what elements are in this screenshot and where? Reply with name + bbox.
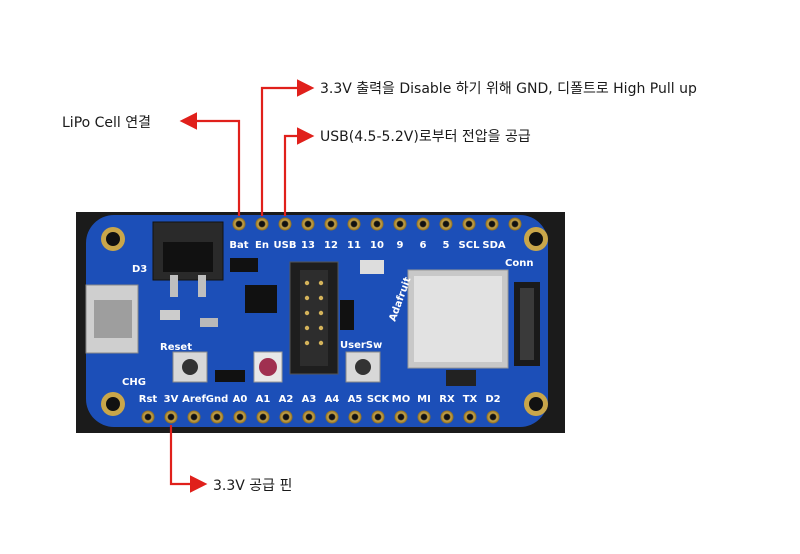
- callout-en-arrow: [260, 79, 315, 216]
- pin-label-a2: A2: [279, 394, 294, 405]
- pin-label-12: 12: [324, 240, 338, 251]
- pin-label-11: 11: [347, 240, 361, 251]
- callout-3v-arrow: [169, 425, 208, 493]
- micro-usb-port: [85, 284, 139, 354]
- pin-label-usb: USB: [274, 240, 297, 251]
- bottom-pin-row: [141, 410, 500, 424]
- annotation-usb-pin: USB(4.5-5.2V)로부터 전압을 공급: [320, 129, 531, 145]
- pin-label-en: En: [255, 240, 269, 251]
- swd-header: [289, 261, 339, 375]
- pin-label-a3: A3: [302, 394, 317, 405]
- pin-label-10: 10: [370, 240, 384, 251]
- pin-label-3v: 3V: [164, 394, 179, 405]
- pin-label-aref: Aref: [182, 394, 206, 405]
- pin-label-5: 5: [443, 240, 450, 251]
- silk-conn: Conn: [505, 258, 533, 269]
- annotation-3v-pin: 3.3V 공급 핀: [213, 478, 293, 494]
- top-pin-row: [232, 217, 522, 231]
- bottom-pin-labels: Rst 3V Aref Gnd A0 A1 A2 A3 A4 A5 SCK MO…: [139, 394, 501, 405]
- pin-label-d2: D2: [485, 394, 500, 405]
- pin-label-a4: A4: [325, 394, 340, 405]
- annotation-en-pin: 3.3V 출력을 Disable 하기 위해 GND, 디폴트로 High Pu…: [320, 81, 697, 97]
- jst-connector: [152, 221, 224, 297]
- annotation-bat-pin: LiPo Cell 연결: [62, 115, 152, 131]
- smd-components: [160, 258, 476, 386]
- silk-d3: D3: [132, 264, 147, 275]
- pin-label-9: 9: [397, 240, 404, 251]
- pin-label-gnd: Gnd: [206, 394, 229, 405]
- pin-label-a0: A0: [233, 394, 248, 405]
- pin-label-rst: Rst: [139, 394, 158, 405]
- pin-label-a1: A1: [256, 394, 271, 405]
- silk-chg: CHG: [122, 377, 146, 388]
- pin-label-bat: Bat: [229, 240, 248, 251]
- silk-reset: Reset: [160, 342, 192, 353]
- silk-usersw: UserSw: [340, 340, 382, 351]
- rgb-led: [253, 351, 283, 383]
- mounting-holes: [101, 227, 548, 416]
- pin-label-scl: SCL: [459, 240, 481, 251]
- user-switch-button: [345, 351, 381, 383]
- pin-label-13: 13: [301, 240, 315, 251]
- pin-label-mi: MI: [417, 394, 431, 405]
- pin-label-tx: TX: [463, 394, 478, 405]
- pin-label-sda: SDA: [482, 240, 506, 251]
- callout-lines: [169, 79, 315, 493]
- callout-bat-arrow: [179, 112, 241, 216]
- pin-label-sck: SCK: [367, 394, 391, 405]
- pin-label-rx: RX: [439, 394, 455, 405]
- ble-module: [407, 269, 540, 369]
- pin-label-6: 6: [420, 240, 427, 251]
- pin-label-mo: MO: [392, 394, 410, 405]
- pin-label-a5: A5: [348, 394, 363, 405]
- callout-usb-arrow: [283, 127, 315, 216]
- reset-button: [172, 351, 208, 383]
- top-pin-labels: Bat En USB 13 12 11 10 9 6 5 SCL SDA: [229, 240, 505, 251]
